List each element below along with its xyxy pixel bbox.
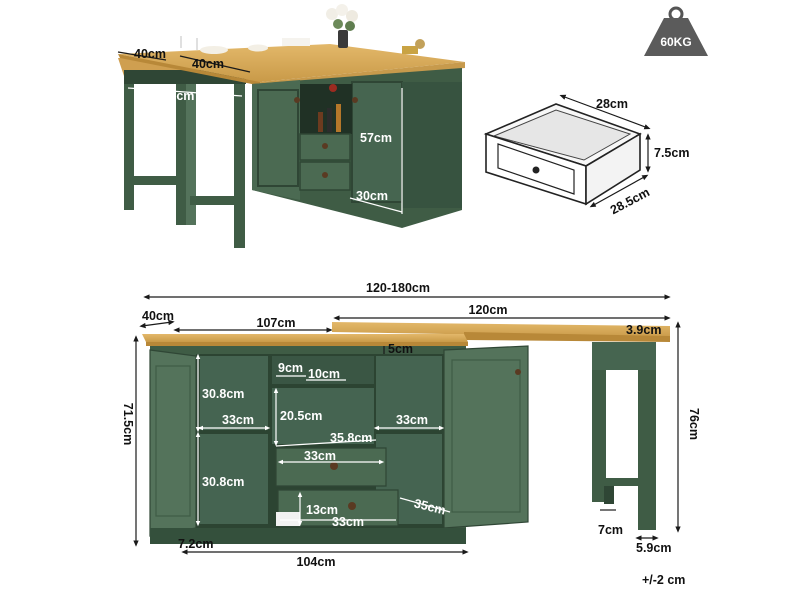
weight-label: 60KG — [660, 35, 691, 49]
weight-icon: 60KG — [644, 6, 708, 56]
dim-line-bench-width — [127, 87, 243, 97]
label-cabinet-height: 57cm — [360, 131, 392, 145]
label-drawer-height: 13cm — [306, 503, 338, 517]
label-drawer-width-1: 33cm — [304, 449, 336, 463]
label-total-width: 120-180cm — [366, 281, 430, 295]
label-cabinet-width: 107cm — [257, 316, 296, 330]
label-top-thickness: 3.9cm — [626, 323, 661, 337]
label-extension-height: 76cm — [687, 408, 701, 440]
label-drawer-width: 28cm — [596, 97, 628, 111]
extension-leg-frame — [592, 342, 656, 530]
cabinet-tabletop — [142, 334, 468, 342]
lower-drawer — [276, 489, 399, 527]
label-depth: 40cm — [142, 309, 174, 323]
label-leg-width: 5.9cm — [636, 541, 671, 555]
drawer-diagram-icon: 28cm 7.5cm 28.5cm — [483, 94, 689, 217]
dim-line-drawer-depth — [349, 197, 403, 213]
island-perspective-view: 40cm 40cm 79.5cm 57cm 30cm — [117, 4, 465, 248]
extension-tabletop — [332, 322, 670, 338]
label-drawer-width-2: 33cm — [332, 515, 364, 529]
dim-line-depth — [139, 319, 175, 329]
flower-vase — [326, 4, 358, 48]
label-depth-left: 40cm — [134, 47, 166, 61]
label-base-height: 7.2cm — [178, 537, 213, 551]
label-drawer-depth: 30cm — [356, 189, 388, 203]
label-depth-middle: 40cm — [192, 57, 224, 71]
label-middle-upper-height: 20.5cm — [280, 409, 322, 423]
label-right-shelf-width: 33cm — [396, 413, 428, 427]
label-drawer-height: 7.5cm — [654, 146, 689, 160]
label-cubby-width: 9cm — [278, 361, 303, 375]
wood-tabletop — [118, 44, 465, 82]
bench-table — [118, 58, 262, 248]
label-shelf-gap-top: 5cm — [388, 342, 413, 356]
label-base-width: 104cm — [297, 555, 336, 569]
label-cubby-inner: 10cm — [308, 367, 340, 381]
cabinet-body — [252, 68, 462, 228]
label-middle-width: 35.8cm — [330, 431, 372, 445]
front-view-diagram: 120-180cm 40cm 107cm 120cm 3.9cm 76cm 7c… — [121, 281, 701, 587]
dim-line-depth-middle — [179, 55, 251, 73]
label-leg-gap: 7cm — [598, 523, 623, 537]
label-bench-width: 79.5cm — [152, 89, 194, 103]
label-left-upper-height: 30.8cm — [202, 387, 244, 401]
right-door — [443, 345, 529, 529]
label-tolerance: +/-2 cm — [642, 573, 685, 587]
tableware — [180, 36, 425, 54]
label-drawer-depth-side: 28.5cm — [608, 185, 652, 217]
label-extension-width: 120cm — [469, 303, 508, 317]
dim-line-depth-left — [117, 51, 167, 61]
left-door — [149, 349, 197, 537]
label-total-height: 71.5cm — [121, 403, 135, 445]
label-left-lower-height: 30.8cm — [202, 475, 244, 489]
label-left-shelf-width: 33cm — [222, 413, 254, 427]
